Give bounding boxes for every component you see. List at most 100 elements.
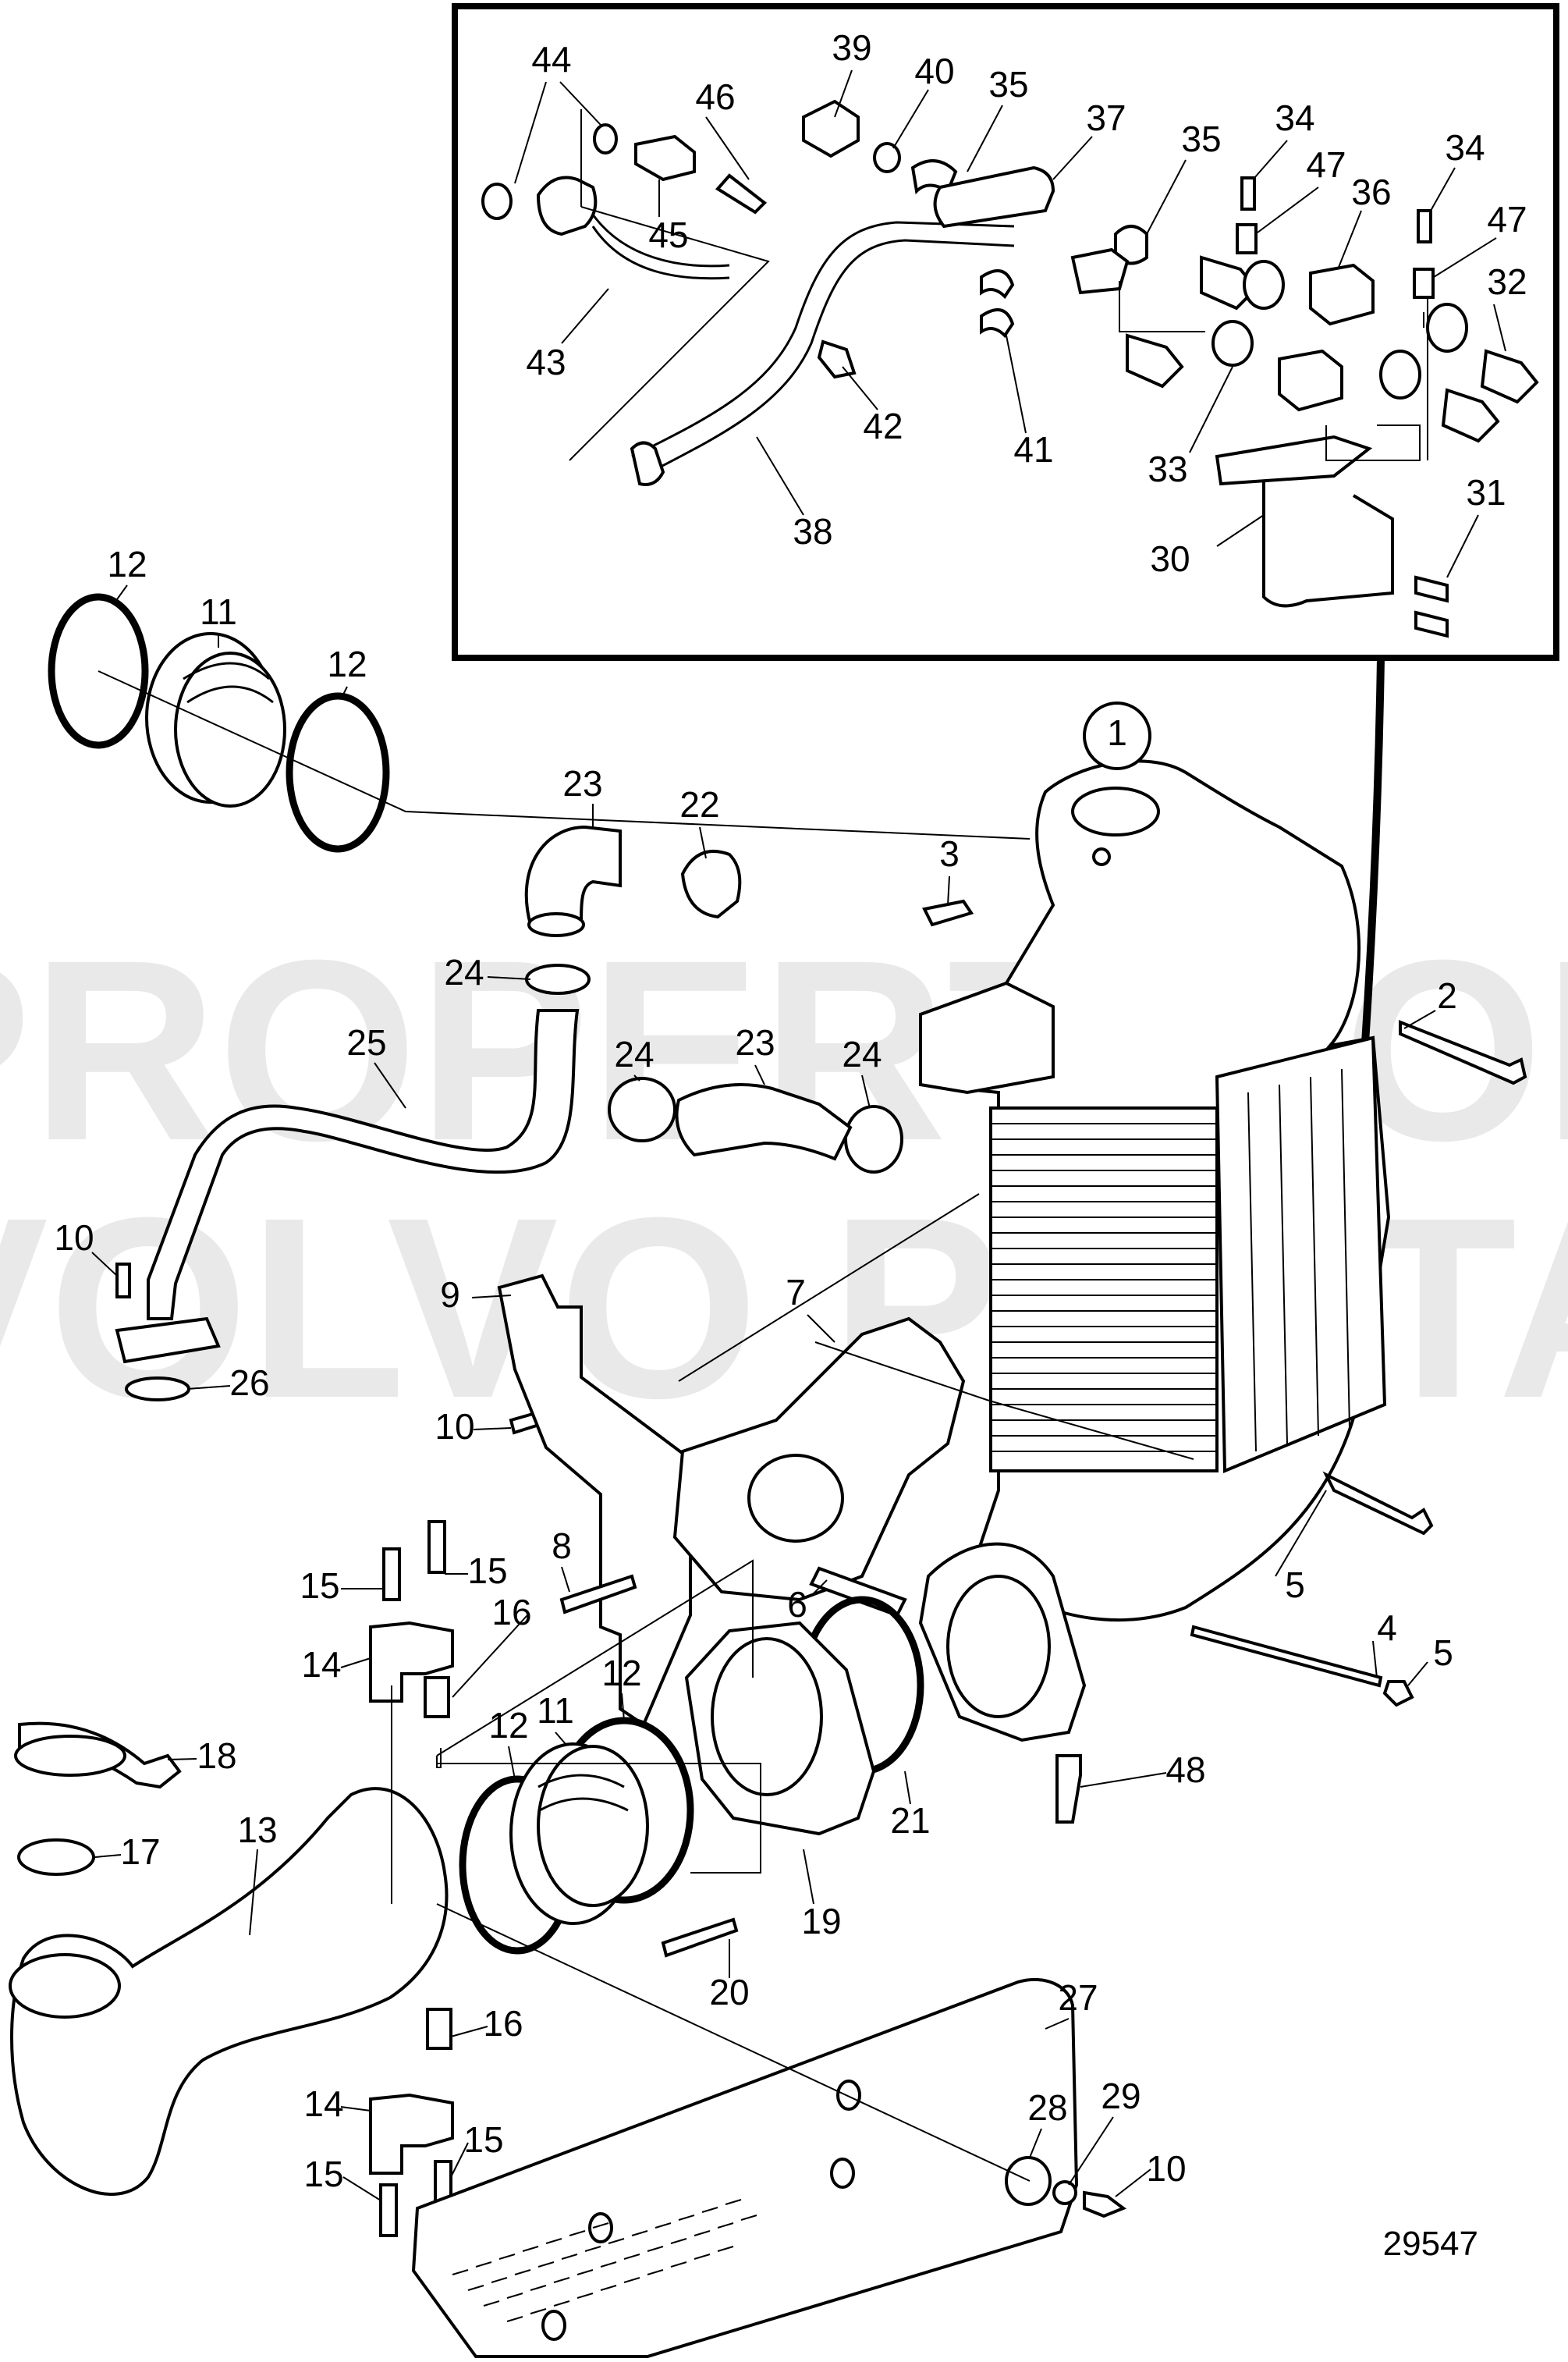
clamp-24a (525, 964, 591, 995)
label-38: 38 (793, 511, 832, 552)
fitting-left-lower (1126, 333, 1184, 389)
label-23b: 23 (735, 1022, 775, 1063)
label-12b: 12 (327, 644, 367, 684)
label-17: 17 (120, 1831, 160, 1872)
bolt-10a (115, 1263, 131, 1298)
heat-shield-27 (411, 1977, 1079, 2358)
bolt-2 (1399, 1020, 1527, 1085)
label-24c: 24 (842, 1034, 882, 1074)
label-47a: 47 (1306, 144, 1346, 185)
hose-end (1070, 247, 1130, 295)
label-34a: 34 (1275, 98, 1314, 138)
bolt-34b (1417, 209, 1432, 243)
callout-circle-1 (1083, 701, 1151, 770)
label-22: 22 (679, 784, 719, 825)
label-7: 7 (786, 1272, 806, 1312)
label-48: 48 (1165, 1749, 1205, 1790)
label-18: 18 (197, 1735, 236, 1776)
label-31: 31 (1466, 472, 1506, 513)
hose-23-lower (675, 1083, 853, 1161)
label-15b: 15 (467, 1550, 507, 1591)
hose-43 (591, 214, 730, 280)
leader-shield-mount (436, 1903, 1031, 2182)
charge-air-cooler-1 (919, 759, 1391, 1622)
shield-hole-b (830, 2158, 855, 2189)
clamp-33b (1243, 260, 1285, 310)
label-8: 8 (552, 1526, 572, 1566)
clamp-35a (910, 159, 958, 195)
nut-5b (1382, 1680, 1414, 1707)
label-1: 1 (1107, 712, 1127, 753)
bolt-10c (1083, 2190, 1127, 2218)
label-20: 20 (709, 1972, 749, 2012)
label-3: 3 (939, 833, 960, 874)
label-10a: 10 (54, 1217, 94, 1258)
gasket-26 (125, 1376, 190, 1401)
spacer-16a (424, 1676, 450, 1718)
bolt-5a (1322, 1471, 1434, 1536)
spacer-16b (426, 2008, 452, 2050)
label-16a: 16 (491, 1592, 531, 1632)
label-42: 42 (863, 406, 903, 446)
fitting-39 (802, 99, 860, 158)
label-34b: 34 (1445, 127, 1485, 168)
block-36b (1278, 349, 1343, 412)
label-12c: 12 (601, 1653, 641, 1693)
housing-19-bore (711, 1637, 823, 1796)
sensor-3 (922, 899, 974, 927)
label-10c: 10 (1146, 2148, 1186, 2189)
pipe-25 (147, 1009, 580, 1320)
block-36a (1309, 263, 1375, 326)
label-32: 32 (1487, 261, 1527, 302)
flange-adapter-bore (946, 1575, 1051, 1718)
bracket-14-upper (369, 1621, 454, 1703)
label-24a: 24 (444, 952, 484, 993)
label-28: 28 (1027, 2087, 1067, 2128)
sleeve-11-upper (145, 632, 286, 808)
hose-fitting (536, 176, 598, 236)
leader-9 (678, 1193, 980, 1382)
hose-38 (631, 221, 1015, 476)
label-44a: 44 (531, 39, 571, 80)
label-13: 13 (237, 1810, 277, 1850)
fitting-32a (1480, 349, 1539, 404)
housing-7-port (747, 1454, 844, 1543)
clamp-22 (680, 850, 742, 919)
label-36: 36 (1351, 172, 1391, 212)
label-24b: 24 (614, 1034, 654, 1074)
main-assembly (9, 593, 1527, 2358)
sensor-48 (1055, 1754, 1082, 1824)
label-33: 33 (1148, 449, 1187, 489)
label-leaders (91, 69, 1506, 2201)
label-35b: 35 (1181, 119, 1221, 159)
pipe-13 (10, 1787, 449, 2197)
o-ring-44a (481, 183, 513, 220)
o-ring-40 (873, 142, 901, 173)
o-ring-12-top-right (286, 692, 390, 853)
part-42 (817, 339, 857, 379)
label-11a: 11 (200, 591, 237, 632)
leader-12-19 (437, 1763, 761, 1874)
label-37: 37 (1086, 98, 1126, 138)
bolt-15b (427, 1520, 446, 1574)
label-35a: 35 (988, 64, 1028, 105)
clip-41b (980, 308, 1015, 339)
label-23a: 23 (562, 763, 602, 804)
elbow-23-end (527, 912, 585, 937)
clamp-33d (1426, 303, 1468, 353)
clamp-24b (608, 1077, 676, 1142)
washer-29 (1052, 2180, 1077, 2205)
bolt-31b (1414, 610, 1449, 638)
bolt-20 (661, 1917, 739, 1958)
label-47b: 47 (1487, 199, 1527, 240)
pipe-25-flange (115, 1316, 221, 1364)
label-21: 21 (890, 1800, 930, 1841)
clamp-24c (844, 1105, 903, 1174)
label-10b: 10 (435, 1406, 474, 1447)
clip-41a (980, 269, 1015, 300)
label-2: 2 (1437, 975, 1457, 1016)
label-14a: 14 (301, 1644, 341, 1685)
stud-4 (1190, 1625, 1383, 1688)
spacer-47b (1413, 268, 1435, 299)
pipe-13-inlet (9, 1953, 121, 2019)
